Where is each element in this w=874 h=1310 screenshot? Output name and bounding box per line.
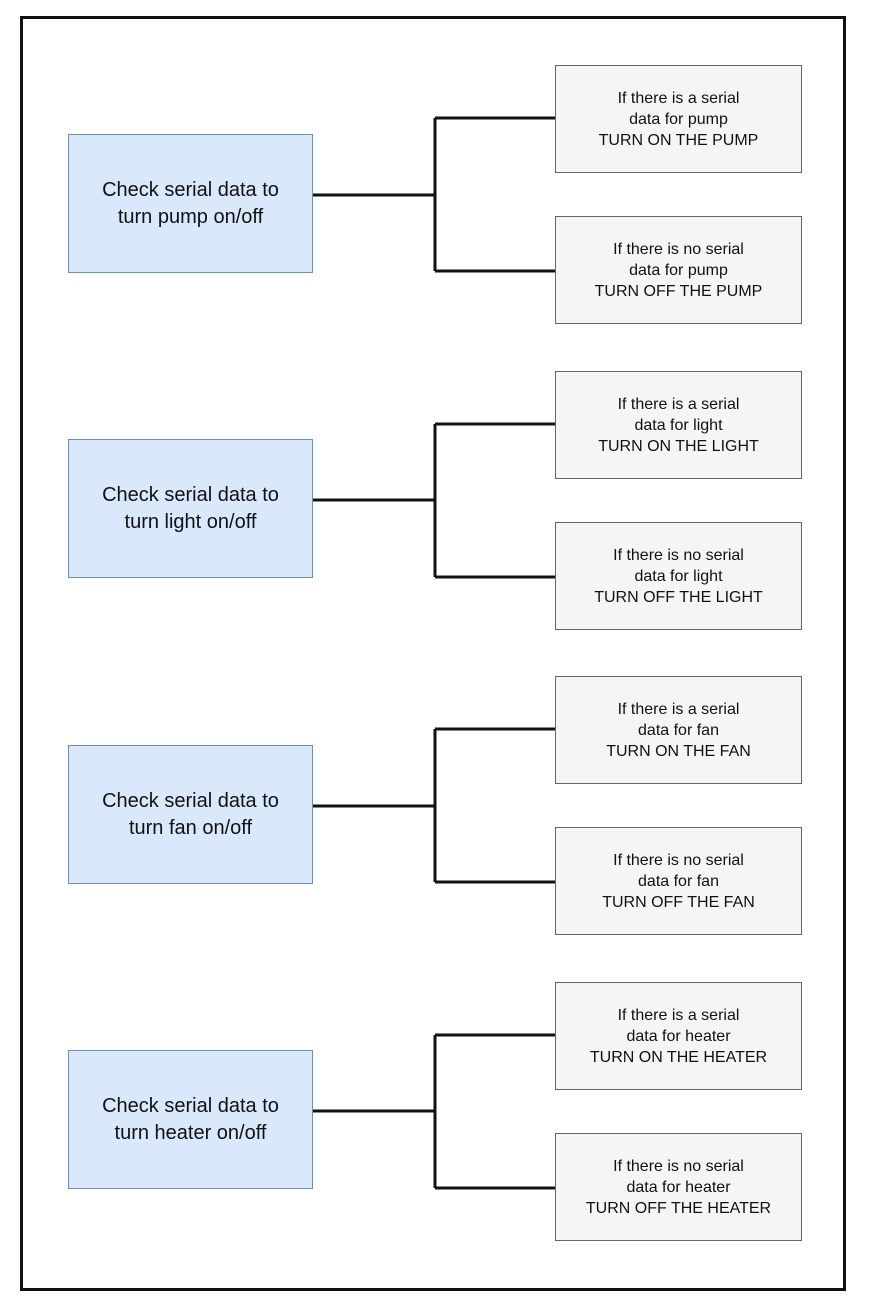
check-node-line: Check serial data to [102, 178, 279, 201]
result-node-line: TURN ON THE FAN [606, 742, 751, 760]
result-node-line: data for light [634, 416, 723, 434]
result-node-line: If there is a serial [617, 89, 740, 107]
result-node-line: data for fan [638, 872, 719, 890]
check-node-fan: Check serial data to turn fan on/off [68, 745, 313, 884]
result-node-line: If there is no serial [613, 546, 744, 564]
check-node-line: turn heater on/off [114, 1121, 267, 1144]
result-node-line: If there is no serial [613, 1157, 744, 1175]
result-node-pump-off: If there is no serial data for pump TURN… [555, 216, 802, 324]
check-node-line: Check serial data to [102, 483, 279, 506]
result-node-line: data for pump [629, 110, 728, 128]
result-node-pump-on: If there is a serial data for pump TURN … [555, 65, 802, 173]
result-node-line: If there is a serial [617, 1006, 740, 1024]
result-node-line: If there is a serial [617, 395, 740, 413]
result-node-light-on: If there is a serial data for light TURN… [555, 371, 802, 479]
check-node-line: turn light on/off [124, 510, 257, 533]
check-node-heater: Check serial data to turn heater on/off [68, 1050, 313, 1189]
check-node-pump: Check serial data to turn pump on/off [68, 134, 313, 273]
check-node-light: Check serial data to turn light on/off [68, 439, 313, 578]
result-node-line: If there is a serial [617, 700, 740, 718]
result-node-heater-off: If there is no serial data for heater TU… [555, 1133, 802, 1241]
result-node-light-off: If there is no serial data for light TUR… [555, 522, 802, 630]
connector-pump [313, 116, 555, 273]
result-node-fan-on: If there is a serial data for fan TURN O… [555, 676, 802, 784]
result-node-line: TURN OFF THE LIGHT [594, 588, 763, 606]
connector-light [313, 422, 555, 579]
result-node-line: TURN ON THE LIGHT [598, 437, 759, 455]
result-node-line: data for heater [626, 1027, 731, 1045]
result-node-line: TURN OFF THE HEATER [585, 1199, 772, 1217]
result-node-line: data for pump [629, 261, 728, 279]
result-node-line: If there is no serial [613, 240, 744, 258]
result-node-line: TURN ON THE PUMP [598, 131, 759, 149]
result-node-line: data for light [634, 567, 723, 585]
check-node-line: turn pump on/off [117, 205, 264, 228]
result-node-heater-on: If there is a serial data for heater TUR… [555, 982, 802, 1090]
check-node-line: Check serial data to [102, 789, 279, 812]
connector-fan [313, 727, 555, 884]
result-node-line: If there is no serial [613, 851, 744, 869]
result-node-line: data for heater [626, 1178, 731, 1196]
check-node-line: Check serial data to [102, 1094, 279, 1117]
check-node-line: turn fan on/off [128, 816, 253, 839]
result-node-line: TURN OFF THE FAN [602, 893, 755, 911]
result-node-line: TURN OFF THE PUMP [594, 282, 763, 300]
connector-heater [313, 1033, 555, 1190]
result-node-fan-off: If there is no serial data for fan TURN … [555, 827, 802, 935]
result-node-line: TURN ON THE HEATER [589, 1048, 768, 1066]
result-node-line: data for fan [638, 721, 719, 739]
